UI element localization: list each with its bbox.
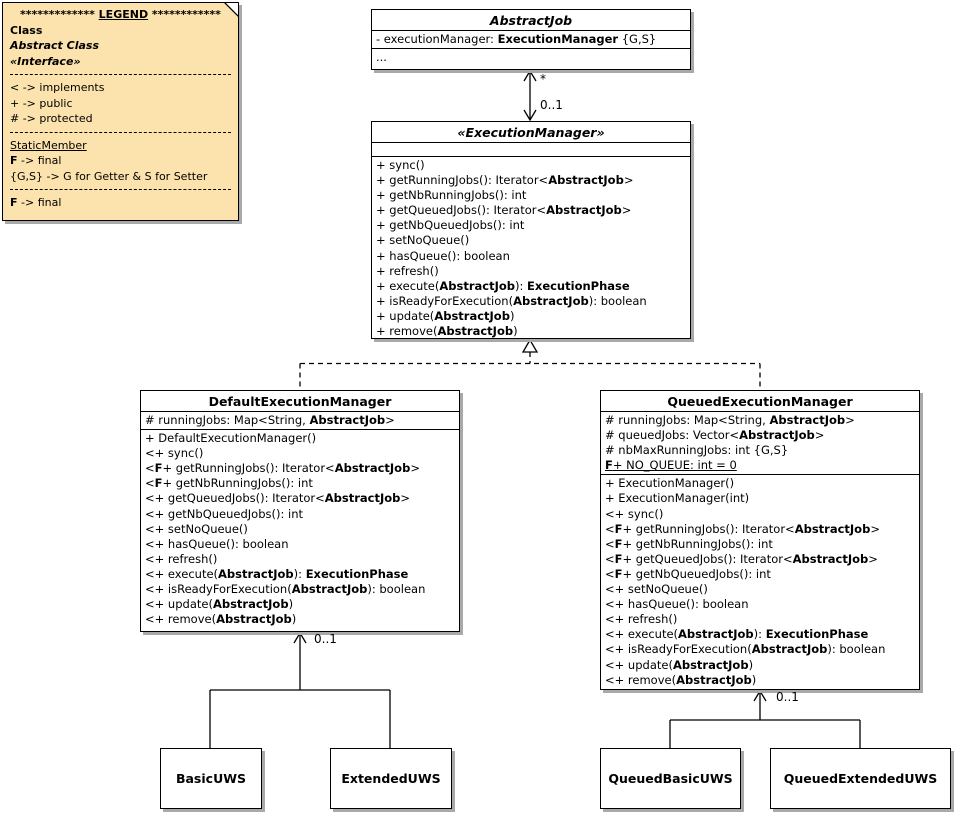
class-title: QueuedExecutionManager — [601, 391, 919, 412]
text-line: F+ NO_QUEUE: int = 0 — [605, 458, 737, 473]
class-title: BasicUWS — [175, 771, 247, 786]
text-line: + refresh() — [376, 263, 439, 278]
text-line: <+ getNbQueuedJobs(): int — [145, 506, 304, 521]
text-line: {G,S} -> G for Getter & S for Setter — [10, 169, 208, 183]
text-line: + ExecutionManager(int) — [605, 491, 750, 506]
text-line: + -> public — [10, 96, 73, 110]
text-line: # -> protected — [10, 112, 93, 125]
class-title: AbstractJob — [372, 10, 690, 31]
class-extendeduws: ExtendedUWS — [330, 748, 452, 809]
interface-title: «ExecutionManager» — [372, 122, 690, 143]
legend-title: ************* LEGEND ************ — [20, 8, 221, 21]
text-line: - executionManager: ExecutionManager {G,… — [376, 32, 657, 46]
note-fold-corner-icon — [224, 3, 238, 17]
class-methods: + DefaultExecutionManager()<+ sync()<F+ … — [141, 430, 459, 628]
text-line: + update(AbstractJob) — [376, 308, 515, 323]
multiplicity-label: 0..1 — [776, 690, 799, 704]
text-line: <+ setNoQueue() — [145, 521, 248, 536]
text-line: + DefaultExecutionManager() — [145, 431, 317, 446]
text-line: <+ getQueuedJobs(): Iterator<AbstractJob… — [145, 491, 411, 506]
text-line: + getNbRunningJobs(): int — [376, 188, 527, 203]
text-line: + getNbQueuedJobs(): int — [376, 218, 525, 233]
text-line: F -> final — [10, 196, 62, 209]
queued-manager-usage-edge — [669, 689, 861, 748]
text-line: <F+ getRunningJobs(): Iterator<AbstractJ… — [145, 461, 420, 476]
text-line: <+ update(AbstractJob) — [145, 597, 294, 612]
text-line: + hasQueue(): boolean — [376, 248, 510, 263]
text-line: <+ sync() — [605, 506, 664, 521]
text-line: + sync() — [376, 158, 425, 172]
text-line: + getRunningJobs(): Iterator<AbstractJob… — [376, 173, 634, 188]
interface-attributes — [372, 143, 690, 157]
text-line: StaticMember — [10, 138, 87, 152]
interface-methods: + sync()+ getRunningJobs(): Iterator<Abs… — [372, 157, 690, 339]
text-line: <+ execute(AbstractJob): ExecutionPhase — [605, 627, 869, 642]
text-line: # queuedJobs: Vector<AbstractJob> — [605, 428, 825, 443]
text-line: <+ sync() — [145, 446, 204, 461]
class-attributes: - executionManager: ExecutionManager {G,… — [372, 31, 690, 50]
legend-separator — [10, 131, 231, 133]
text-line: <+ hasQueue(): boolean — [145, 536, 289, 551]
class-queuedexecutionmanager: QueuedExecutionManager # runningJobs: Ma… — [600, 390, 920, 690]
text-line: + isReadyForExecution(AbstractJob): bool… — [376, 293, 647, 308]
class-title: DefaultExecutionManager — [141, 391, 459, 412]
text-line: <+ update(AbstractJob) — [605, 657, 754, 672]
class-basicuws: BasicUWS — [160, 748, 262, 809]
text-line: <+ remove(AbstractJob) — [145, 612, 297, 627]
text-line: F -> final — [10, 154, 62, 167]
text-line: <F+ getNbRunningJobs(): int — [605, 536, 773, 551]
text-line: Class — [10, 23, 43, 37]
text-line: Abstract Class — [10, 39, 100, 52]
interface-executionmanager: «ExecutionManager» + sync()+ getRunningJ… — [371, 121, 691, 339]
job-manager-association-edge — [523, 69, 537, 122]
text-line: <+ refresh() — [145, 551, 218, 566]
text-line: + execute(AbstractJob): ExecutionPhase — [376, 278, 630, 293]
multiplicity-label: 0..1 — [314, 632, 337, 646]
class-defaultexecutionmanager: DefaultExecutionManager # runningJobs: M… — [140, 390, 460, 632]
class-attributes: # runningJobs: Map<String, AbstractJob> — [141, 412, 459, 431]
text-line: # nbMaxRunningJobs: int {G,S} — [605, 443, 789, 458]
class-methods: + ExecutionManager()+ ExecutionManager(i… — [601, 475, 919, 688]
class-attributes: # runningJobs: Map<String, AbstractJob>#… — [601, 412, 919, 476]
text-line: # runningJobs: Map<String, AbstractJob> — [145, 413, 395, 427]
text-line: < -> implements — [10, 81, 105, 94]
legend-separator — [10, 74, 231, 75]
multiplicity-label: * — [540, 72, 546, 86]
text-line: <+ isReadyForExecution(AbstractJob): boo… — [145, 582, 426, 597]
text-line: <F+ getQueuedJobs(): Iterator<AbstractJo… — [605, 551, 878, 566]
text-line: <F+ getRunningJobs(): Iterator<AbstractJ… — [605, 521, 880, 536]
text-line: <F+ getNbRunningJobs(): int — [145, 476, 313, 491]
text-line: + getQueuedJobs(): Iterator<AbstractJob> — [376, 203, 632, 218]
default-manager-usage-edge — [209, 631, 391, 748]
class-queuedextendeduws: QueuedExtendedUWS — [770, 748, 951, 809]
text-line: <+ isReadyForExecution(AbstractJob): boo… — [605, 642, 886, 657]
implements-triangle-icon — [521, 338, 539, 353]
class-methods: ... — [372, 49, 690, 66]
text-line: <+ execute(AbstractJob): ExecutionPhase — [145, 566, 409, 581]
class-title: ExtendedUWS — [341, 771, 441, 786]
class-abstractjob: AbstractJob - executionManager: Executio… — [371, 9, 691, 70]
text-line: <+ setNoQueue() — [605, 582, 708, 597]
text-line: <+ remove(AbstractJob) — [605, 672, 757, 687]
class-title: QueuedBasicUWS — [608, 771, 733, 786]
implements-edge — [299, 352, 761, 388]
text-line: <+ refresh() — [605, 612, 678, 627]
multiplicity-label: 0..1 — [540, 98, 563, 112]
text-line: «Interface» — [10, 54, 81, 68]
legend-separator — [10, 189, 231, 190]
class-title: QueuedExtendedUWS — [783, 771, 938, 786]
text-line: # runningJobs: Map<String, AbstractJob> — [605, 413, 855, 427]
text-line: ... — [376, 50, 387, 65]
text-line: + setNoQueue() — [376, 233, 470, 248]
text-line: + ExecutionManager() — [605, 476, 735, 491]
text-line: <F+ getNbQueuedJobs(): int — [605, 566, 771, 581]
text-line: + remove(AbstractJob) — [376, 324, 518, 339]
class-queuedbasicuws: QueuedBasicUWS — [600, 748, 741, 809]
text-line: <+ hasQueue(): boolean — [605, 597, 749, 612]
